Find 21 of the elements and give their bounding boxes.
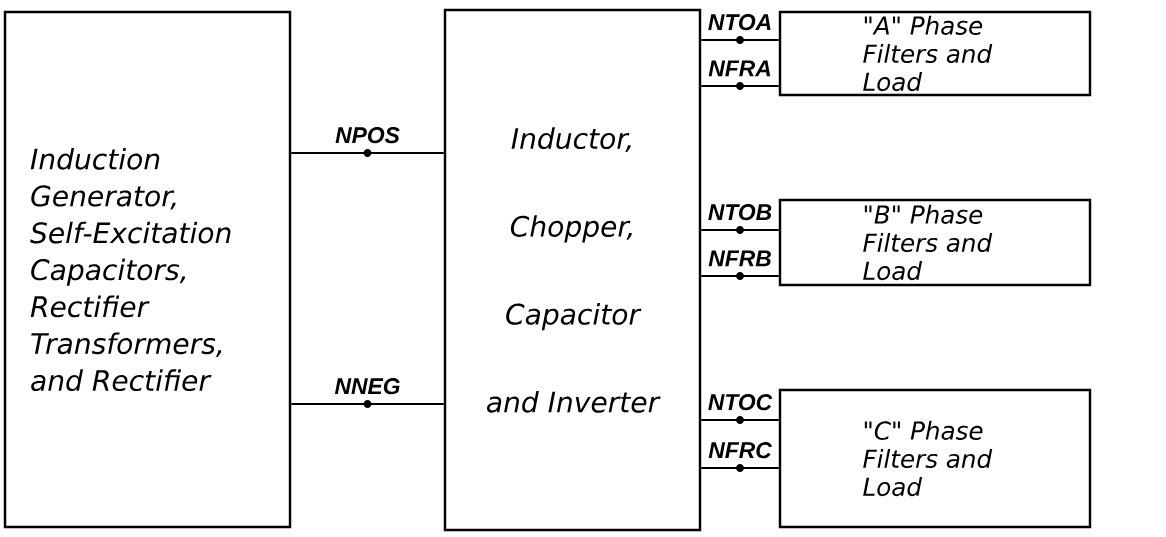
block-box: Induction Generator, Self-Excitation Capacitors, Rectifier Transformers, and Rectifier (3, 10, 292, 529)
connector-line (701, 226, 779, 234)
edge-label: NTOC (708, 394, 773, 411)
connector-line (291, 149, 444, 157)
edge-label: NTOB (708, 204, 772, 221)
edge-label: NFRA (708, 60, 771, 77)
edge-label: NFRC (708, 442, 772, 459)
block-box: Inductor, Chopper, Capacitor and Inverter (443, 8, 702, 532)
connector-line (701, 416, 779, 424)
edge-label: NNEG (334, 378, 400, 395)
edge-label: NPOS (335, 127, 400, 144)
connector-line (701, 82, 779, 90)
connector-line (701, 272, 779, 280)
connector-line (701, 464, 779, 472)
connector-line (291, 400, 444, 408)
block-box: "C" Phase Filters and Load (778, 388, 1092, 529)
connector-line (701, 36, 779, 44)
edge-label: NTOA (708, 14, 771, 31)
block-box: "B" Phase Filters and Load (778, 198, 1092, 287)
edge-label: NFRB (708, 250, 771, 267)
block-box: "A" Phase Filters and Load (778, 10, 1092, 97)
